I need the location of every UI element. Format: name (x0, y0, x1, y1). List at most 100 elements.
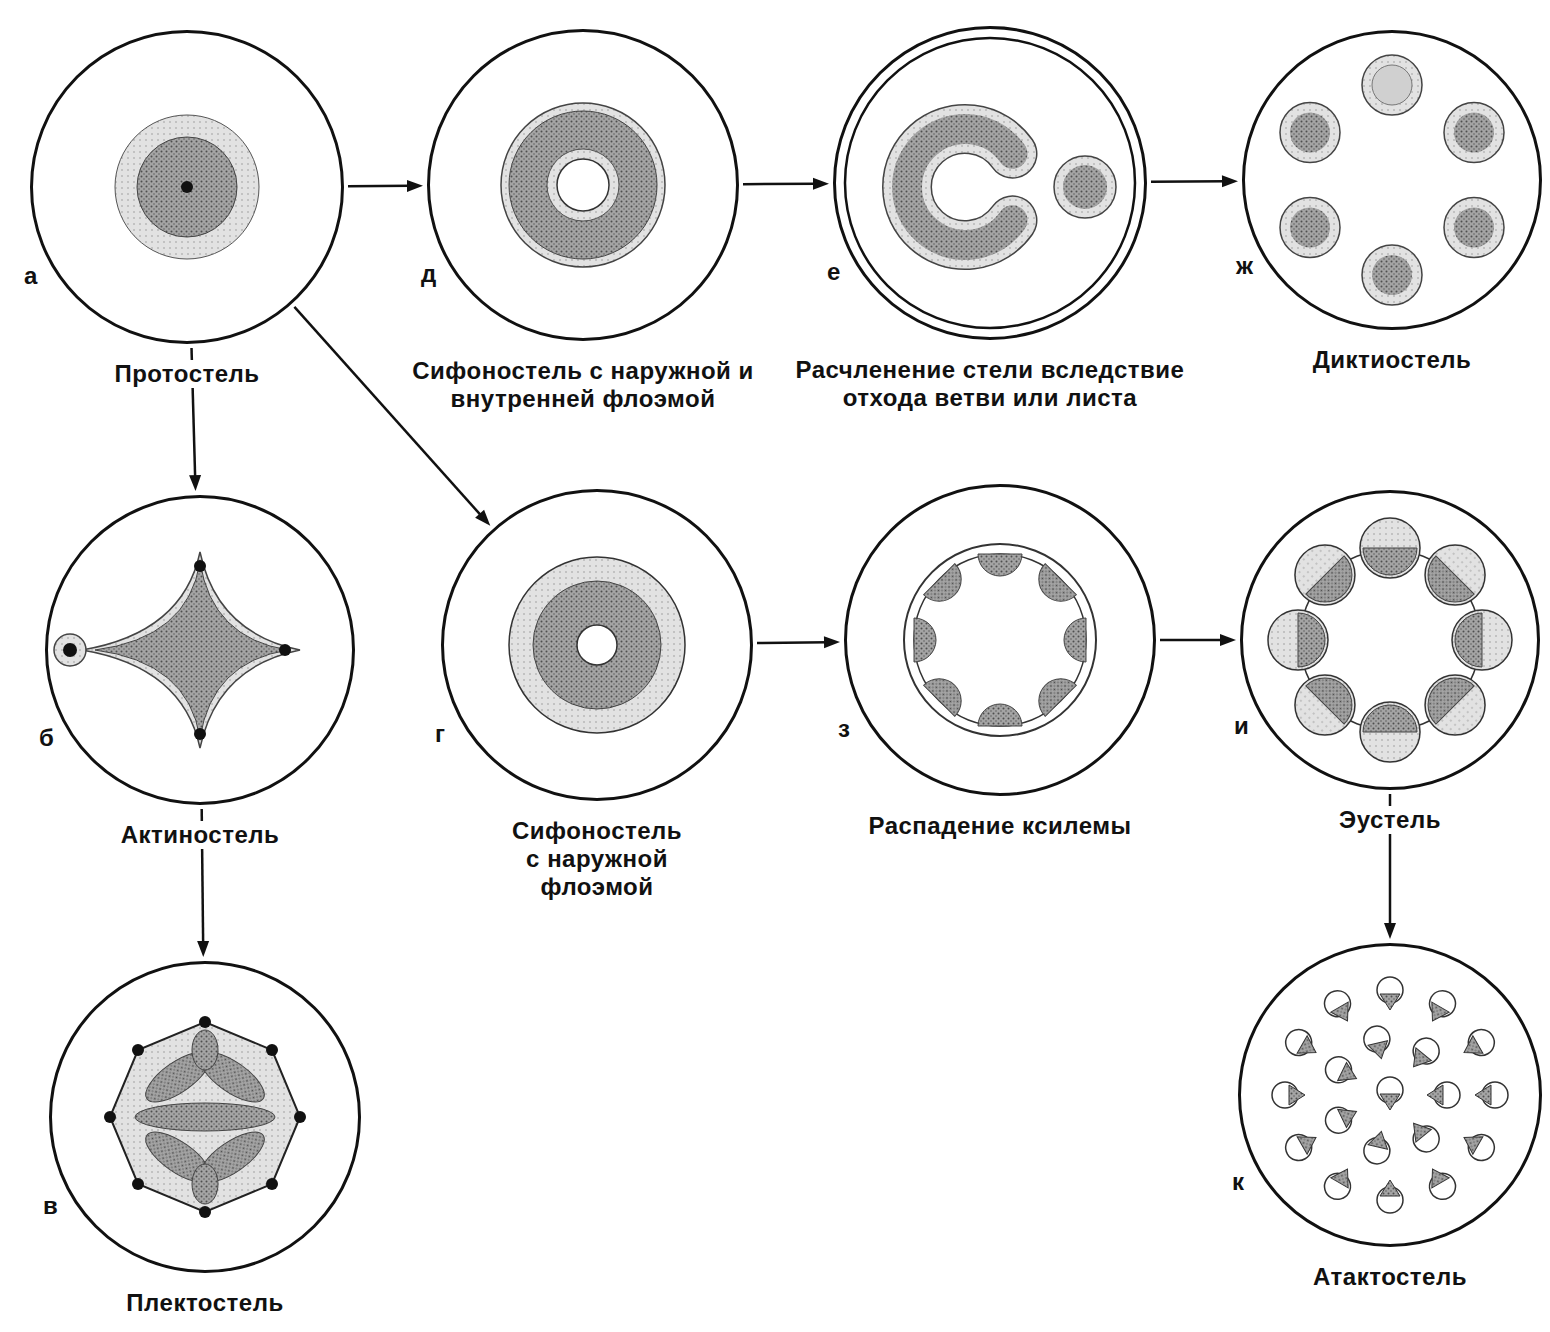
pith (557, 159, 609, 211)
ectophloic-siphonostele-figure (509, 557, 685, 733)
arrow-head (1222, 175, 1238, 187)
meristele-xylem (1290, 208, 1330, 248)
protoxylem (132, 1044, 144, 1056)
stele-circle: иЭустель (1240, 490, 1540, 790)
scattered-bundle (1421, 1163, 1460, 1205)
protoxylem (279, 644, 291, 656)
scattered-bundle (1281, 1025, 1323, 1064)
scattered-bundle (1421, 986, 1460, 1028)
scattered-bundle (1475, 1082, 1508, 1108)
figure-letter: в (41, 1192, 60, 1220)
circle-outline (833, 26, 1147, 340)
arrow-head (1384, 923, 1396, 939)
stele-caption: Распадение ксилемы (864, 812, 1135, 840)
arrow-head (824, 636, 840, 648)
protoxylem (266, 1044, 278, 1056)
circle-outline (441, 489, 753, 801)
xylem-strand (924, 564, 971, 611)
stele-caption: Сифоностель с наружной флоэмой (498, 817, 696, 901)
arrow-head (407, 180, 423, 192)
meristele-xylem (1372, 255, 1412, 295)
endodermis-ring (845, 38, 1135, 328)
stele-caption: Диктиостель (1309, 346, 1476, 374)
phloem (82, 552, 300, 748)
leaf-trace-xylem (63, 643, 77, 657)
scattered-bundle (1377, 977, 1403, 1010)
scattered-bundle (1320, 986, 1359, 1028)
arrow-head (189, 475, 201, 491)
stele-circle: зРаспадение ксилемы (844, 484, 1156, 796)
leaf-trace-xylem (1063, 165, 1107, 209)
stele-circle: гСифоностель с наружной флоэмой (441, 489, 753, 801)
leaf-trace (1054, 156, 1116, 218)
xylem-plate (192, 1030, 218, 1070)
circle-outline (45, 495, 355, 805)
circle-outline (1240, 945, 1541, 1246)
scattered-bundle (1403, 1115, 1444, 1157)
evolution-arrow (1151, 180, 1226, 183)
leaf-trace (54, 634, 86, 666)
xylem-strand (1030, 564, 1077, 611)
circle-outline (1244, 32, 1541, 329)
evolution-arrow (743, 183, 817, 186)
protostele-figure (115, 115, 259, 259)
xylem-breakup-figure (904, 544, 1096, 736)
meristele (1444, 198, 1504, 258)
vascular-bundle (1360, 702, 1420, 762)
protoxylem (104, 1111, 116, 1123)
dictyostele-figure (1280, 55, 1504, 305)
scattered-bundle (1321, 1100, 1362, 1138)
figure-letter: з (836, 715, 852, 743)
xylem (533, 581, 661, 709)
circle-outline (835, 28, 1146, 339)
circle-outline (1242, 492, 1539, 789)
atactostele-figure (1272, 977, 1508, 1213)
meristele-xylem (1372, 65, 1412, 105)
inner-phloem (547, 149, 619, 221)
phloem (907, 129, 1012, 245)
meristele (1444, 103, 1504, 163)
scattered-bundle (1272, 1082, 1305, 1108)
xylem-strand (978, 554, 1022, 576)
protoxylem (181, 181, 193, 193)
vascular-bundle (1413, 533, 1498, 618)
vascular-bundle (1283, 663, 1368, 748)
stele-caption: Актиностель (117, 821, 284, 849)
phloem (509, 557, 685, 733)
meristele-xylem (1290, 113, 1330, 153)
scattered-bundle (1281, 1126, 1323, 1165)
circle-outline (846, 486, 1155, 795)
arrow-head (813, 178, 829, 190)
meristele (1362, 245, 1422, 305)
meristele-xylem (1454, 113, 1494, 153)
figure-letter: а (22, 262, 39, 290)
stele-circle: вПлектостель (49, 961, 361, 1273)
figure-letter: ж (1234, 252, 1255, 280)
meristele-xylem (1454, 208, 1494, 248)
xylem (907, 129, 1012, 245)
scattered-bundle (1377, 1077, 1403, 1110)
vascular-bundles (1268, 518, 1512, 762)
meristele (1362, 55, 1422, 115)
stele-circle: бАктиностель (45, 495, 355, 805)
cambium-ring (914, 554, 1086, 726)
evolution-arrow (348, 185, 411, 188)
stele-circle: дСифоностель с наружной и внутренней фло… (427, 29, 739, 341)
protoxylem (194, 728, 206, 740)
circle-outline (1238, 943, 1542, 1247)
arrow-head (1220, 634, 1236, 646)
protoxylem (199, 1206, 211, 1218)
circle-outline (427, 29, 739, 341)
pith (577, 625, 617, 665)
evolution-arrow (1160, 639, 1224, 642)
xylem-plate (192, 1164, 218, 1204)
circle-outline (51, 963, 360, 1272)
stele-circle: еРасчленение стели вследствие отхода вет… (833, 26, 1147, 340)
scattered-bundle (1427, 1082, 1460, 1108)
circle-outline (1240, 490, 1540, 790)
protoxylem (132, 1178, 144, 1190)
vascular-bundle (1452, 610, 1512, 670)
phloem (115, 115, 259, 259)
